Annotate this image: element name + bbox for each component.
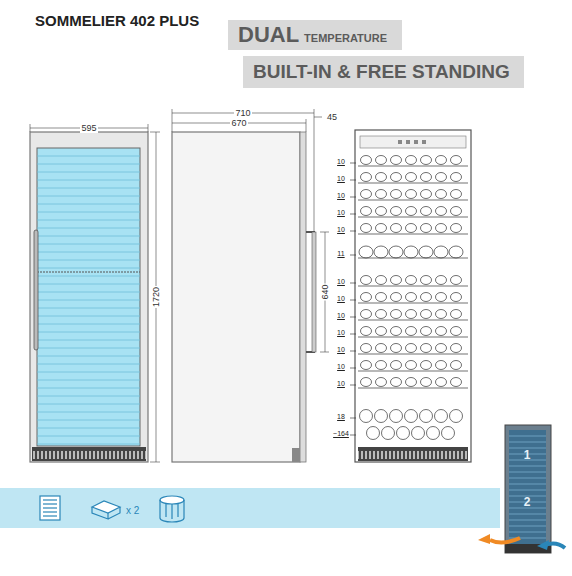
bottle-count: 10: [336, 192, 346, 200]
zone-number: 2: [523, 496, 532, 509]
count-label: x 2: [126, 505, 139, 516]
dimension: 45: [326, 112, 338, 122]
bottle-count: 10: [336, 312, 346, 320]
bottle-count: 10: [336, 278, 346, 286]
bottle-count: 10: [336, 380, 346, 388]
bottle-count: 10: [336, 158, 346, 166]
bottle-count: 10: [336, 175, 346, 183]
banner: DUALTEMPERATURE: [228, 20, 402, 50]
bottle-count: 11: [336, 250, 345, 258]
dimension: 670: [230, 118, 247, 128]
bottle-count: 10: [336, 363, 346, 371]
dimension: 595: [80, 123, 97, 133]
bottle-count: ~164: [332, 430, 350, 438]
banner-text: BUILT-IN & FREE STANDING: [253, 56, 510, 88]
title: SOMMELIER 402 PLUS: [35, 12, 199, 29]
bottle-count: 10: [336, 226, 346, 234]
bottle-count: 10: [336, 346, 346, 354]
bottle-count: 18: [336, 413, 346, 421]
banner: BUILT-IN & FREE STANDING: [243, 56, 524, 88]
banner-text: TEMPERATURE: [304, 23, 387, 53]
icon-band: x 2: [0, 488, 500, 528]
zone-number: 1: [523, 449, 532, 462]
dimension: 710: [234, 108, 251, 118]
bottle-count: 10: [336, 295, 346, 303]
bottle-count: 10: [336, 209, 346, 217]
bottle-count: 10: [336, 329, 346, 337]
dimension: 1720: [151, 286, 161, 308]
banner-text: DUAL: [238, 20, 299, 50]
dimension: 640: [320, 283, 330, 300]
